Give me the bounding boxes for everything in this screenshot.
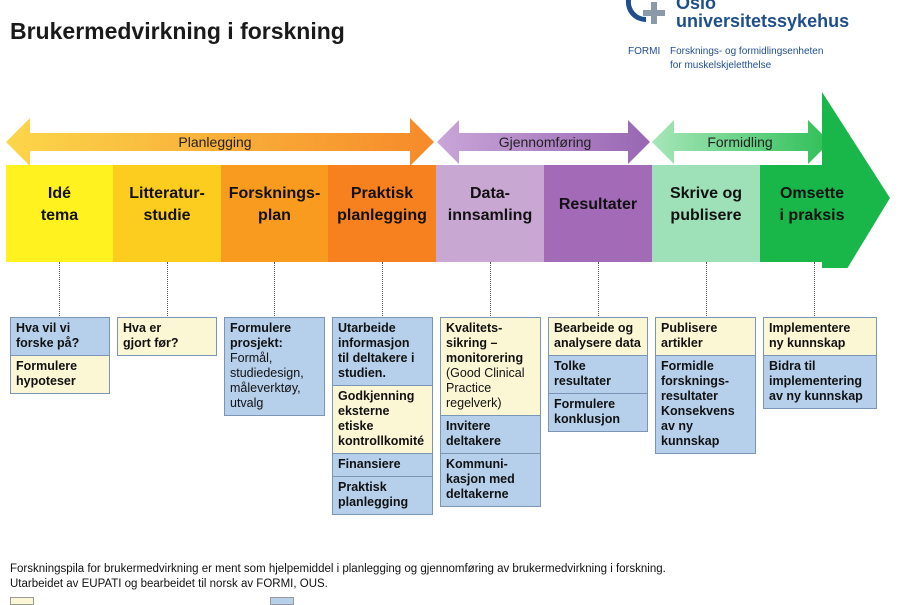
task-column-3: Formulere prosjekt:Formål, studiedesign,… xyxy=(224,317,325,416)
task-box: Bidra til implementering av ny kunnskap xyxy=(763,355,877,409)
task-title: Finansiere xyxy=(338,457,401,471)
task-box: Kvalitets- sikring – monitorering(Good C… xyxy=(440,317,541,416)
task-title: Tolke resultater xyxy=(554,359,611,388)
phase-arrows xyxy=(6,92,890,268)
stage-bg-3 xyxy=(221,165,328,262)
connector-6 xyxy=(598,262,599,318)
task-column-4: Utarbeide informasjon til deltakere i st… xyxy=(332,317,433,515)
task-detail: (Good Clinical Practice regelverk) xyxy=(446,366,525,410)
stage-datainnsamling: Data- innsamling xyxy=(447,184,533,224)
task-title: Formulere prosjekt: xyxy=(230,321,292,350)
stage-bg-1 xyxy=(6,165,113,262)
task-title: Formidle forsknings- resultater Konsekve… xyxy=(661,359,735,448)
connector-2 xyxy=(167,262,168,318)
task-box: Hva er gjort før? xyxy=(117,317,217,356)
stage-skrive-og-publisere: Skrive og publisere xyxy=(669,184,743,224)
phase-label-planlegging: Planlegging xyxy=(178,134,252,150)
task-title: Utarbeide informasjon til deltakere i st… xyxy=(338,321,415,380)
stage-omsette-i-praksis: Omsette i praksis xyxy=(779,184,845,224)
task-title: Publisere artikler xyxy=(661,321,718,350)
arrow-gjennomforing xyxy=(437,120,650,164)
connector-7 xyxy=(706,262,707,318)
stage-bg-7 xyxy=(652,165,760,262)
task-box: Formulere hypoteser xyxy=(10,355,110,394)
phase-label-gjennomforing: Gjennomføring xyxy=(498,134,592,150)
task-title: Kvalitets- sikring – monitorering xyxy=(446,321,524,365)
task-box: Tolke resultater xyxy=(548,355,648,394)
task-title: Hva er gjort før? xyxy=(123,321,179,350)
cross-logo-icon xyxy=(625,0,665,24)
footer-note: Forskningspila for brukermedvirkning er … xyxy=(10,562,666,592)
task-box: Invitere deltakere xyxy=(440,415,541,454)
task-column-5: Kvalitets- sikring – monitorering(Good C… xyxy=(440,317,541,507)
stage-ide-tema: Idé tema xyxy=(40,184,79,224)
connector-1 xyxy=(59,262,60,318)
task-column-2: Hva er gjort før? xyxy=(117,317,217,356)
task-column-1: Hva vil vi forske på? Formulere hypoteser xyxy=(10,317,110,394)
task-title: Praktisk planlegging xyxy=(338,480,409,509)
arrow-planlegging xyxy=(6,118,434,166)
task-box: Implementere ny kunnskap xyxy=(763,317,877,356)
stage-litteraturstudie: Litteratur- studie xyxy=(129,184,205,224)
stage-praktisk-planlegging: Praktisk planlegging xyxy=(337,184,427,224)
logo-abbr: FORMI xyxy=(628,46,661,57)
phase-label-formidling: Formidling xyxy=(707,134,773,150)
stage-bg-6 xyxy=(544,165,652,262)
task-box: Formidle forsknings- resultater Konsekve… xyxy=(655,355,756,454)
logo-unit-line2: for muskelskjeletthelse xyxy=(670,60,772,71)
task-title: Godkjenning eksterne etiske kontrollkomi… xyxy=(338,389,425,448)
task-title: Implementere ny kunnskap xyxy=(769,321,851,350)
connector-5 xyxy=(490,262,491,318)
task-title: Bidra til implementering av ny kunnskap xyxy=(769,359,863,403)
task-box: Hva vil vi forske på? xyxy=(10,317,110,356)
task-title: Invitere deltakere xyxy=(446,419,501,448)
connector-3 xyxy=(274,262,275,318)
task-title: Kommuni- kasjon med deltakerne xyxy=(446,457,515,501)
legend-blue-swatch xyxy=(270,597,294,605)
task-box: Godkjenning eksterne etiske kontrollkomi… xyxy=(332,385,433,454)
task-title: Hva vil vi forske på? xyxy=(16,321,80,350)
task-box: Finansiere xyxy=(332,453,433,477)
task-box: Publisere artikler xyxy=(655,317,756,356)
task-box: Formulere konklusjon xyxy=(548,393,648,432)
stage-bg-4 xyxy=(328,165,436,262)
task-box: Kommuni- kasjon med deltakerne xyxy=(440,453,541,507)
connector-8 xyxy=(814,262,815,318)
task-box: Formulere prosjekt:Formål, studiedesign,… xyxy=(224,317,325,416)
stage-bg-5 xyxy=(436,165,544,262)
logo-unit-line1: Forsknings- og formidlingsenheten xyxy=(670,46,824,57)
logo-name: Oslo universitetssykehus xyxy=(676,0,850,31)
legend-yellow-swatch xyxy=(10,597,34,605)
task-box: Bearbeide og analysere data xyxy=(548,317,648,356)
stage-forskningsplan: Forsknings- plan xyxy=(228,184,321,224)
task-box: Utarbeide informasjon til deltakere i st… xyxy=(332,317,433,386)
task-box: Praktisk planlegging xyxy=(332,476,433,515)
footer-line1: Forskningspila for brukermedvirkning er … xyxy=(10,563,666,575)
task-title: Formulere konklusjon xyxy=(554,397,620,426)
task-title: Formulere hypoteser xyxy=(16,359,78,388)
stage-bg-2 xyxy=(113,165,221,262)
arrow-formidling xyxy=(652,120,830,164)
task-title: Bearbeide og analysere data xyxy=(554,321,641,350)
stage-bg-8-arrow xyxy=(760,92,890,268)
connector-4 xyxy=(382,262,383,318)
task-detail: Formål, studiedesign, måleverktøy, utval… xyxy=(230,351,304,410)
footer-line2: Utarbeidet av EUPATI og bearbeidet til n… xyxy=(10,578,328,590)
stage-resultater: Resultater xyxy=(558,195,638,213)
page-title: Brukermedvirkning i forskning xyxy=(10,18,345,44)
